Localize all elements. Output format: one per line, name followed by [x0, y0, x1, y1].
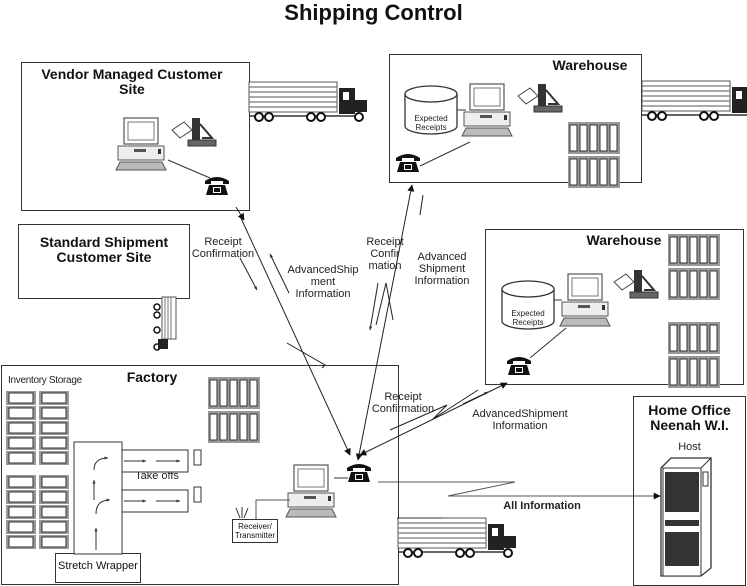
warehouse-1-box: Warehouse	[389, 54, 642, 183]
wh1-receipt-line-2: Confir	[370, 248, 400, 260]
vendor-asn-line-2: ment	[310, 276, 336, 288]
home-office-title-1: Home Office	[648, 402, 731, 418]
vendor-asn-label: AdvancedShip ment Information	[283, 264, 363, 300]
wh2-receipt-line-2: Confirmation	[371, 403, 435, 415]
standard-site-box: Standard Shipment Customer Site	[18, 224, 190, 299]
wh1-receipt-line-1: Receipt	[366, 236, 404, 248]
vendor-site-title: Vendor Managed Customer Site	[41, 66, 223, 97]
warehouse-2-box: Warehouse	[485, 229, 744, 385]
vendor-receipt-line-2: Confirmation	[191, 248, 255, 260]
receiver-label-2: Transmitter	[234, 531, 276, 540]
stretch-wrapper-label: Stretch Wrapper	[58, 560, 138, 572]
standard-site-truck-icon	[153, 296, 177, 351]
vendor-asn-line-1: AdvancedShip	[287, 264, 359, 276]
wh2-receipt-line-1: Receipt	[384, 391, 422, 403]
factory-box: Factory Inventory Storage Take offs	[1, 365, 399, 585]
wh2-asn-line-1: AdvancedShipment	[472, 408, 568, 420]
wh1-truck-icon	[641, 80, 747, 121]
standard-site-title-2: Customer Site	[56, 249, 152, 265]
wh2-asn-label: AdvancedShipment Information	[470, 408, 570, 432]
factory-truck-icon	[397, 517, 517, 558]
vendor-site-box: Vendor Managed Customer Site	[21, 62, 250, 211]
takeoffs-label: Take offs	[135, 470, 179, 482]
vendor-truck-icon	[248, 81, 368, 122]
standard-site-title-1: Standard Shipment	[39, 234, 169, 250]
vendor-receipt-line-1: Receipt	[204, 236, 242, 248]
warehouse-1-title: Warehouse	[552, 57, 628, 73]
receiver-label-1: Receiver/	[238, 522, 272, 531]
vendor-receipt-label: Receipt Confirmation	[188, 236, 258, 260]
wh1-receipt-line-3: mation	[368, 260, 402, 272]
wh2-receipt-label: Receipt Confirmation	[370, 391, 436, 415]
receiver-transmitter-box: Receiver/ Transmitter	[232, 519, 278, 543]
vendor-asn-line-3: Information	[295, 288, 351, 300]
wh1-asn-line-2: Shipment	[418, 263, 466, 275]
inventory-storage-label: Inventory Storage	[8, 375, 82, 386]
stretch-wrapper-box: Stretch Wrapper	[55, 553, 141, 583]
all-information-arrow	[447, 481, 661, 500]
wh1-receipt-label: Receipt Confir mation	[362, 236, 408, 272]
wh1-asn-line-3: Information	[414, 275, 470, 287]
home-office-box: Home Office Neenah W.I. Host	[633, 396, 746, 586]
wh2-asn-line-2: Information	[492, 420, 548, 432]
factory-title: Factory	[126, 369, 178, 385]
warehouse-2-title: Warehouse	[586, 232, 662, 248]
home-office-title-2: Neenah W.I.	[650, 417, 729, 433]
page-title: Shipping Control	[284, 0, 463, 25]
wh1-asn-label: Advanced Shipment Information	[410, 251, 474, 287]
host-label: Host	[678, 441, 701, 453]
wh1-asn-line-1: Advanced	[417, 251, 467, 263]
all-information-label: All Information	[503, 500, 581, 512]
